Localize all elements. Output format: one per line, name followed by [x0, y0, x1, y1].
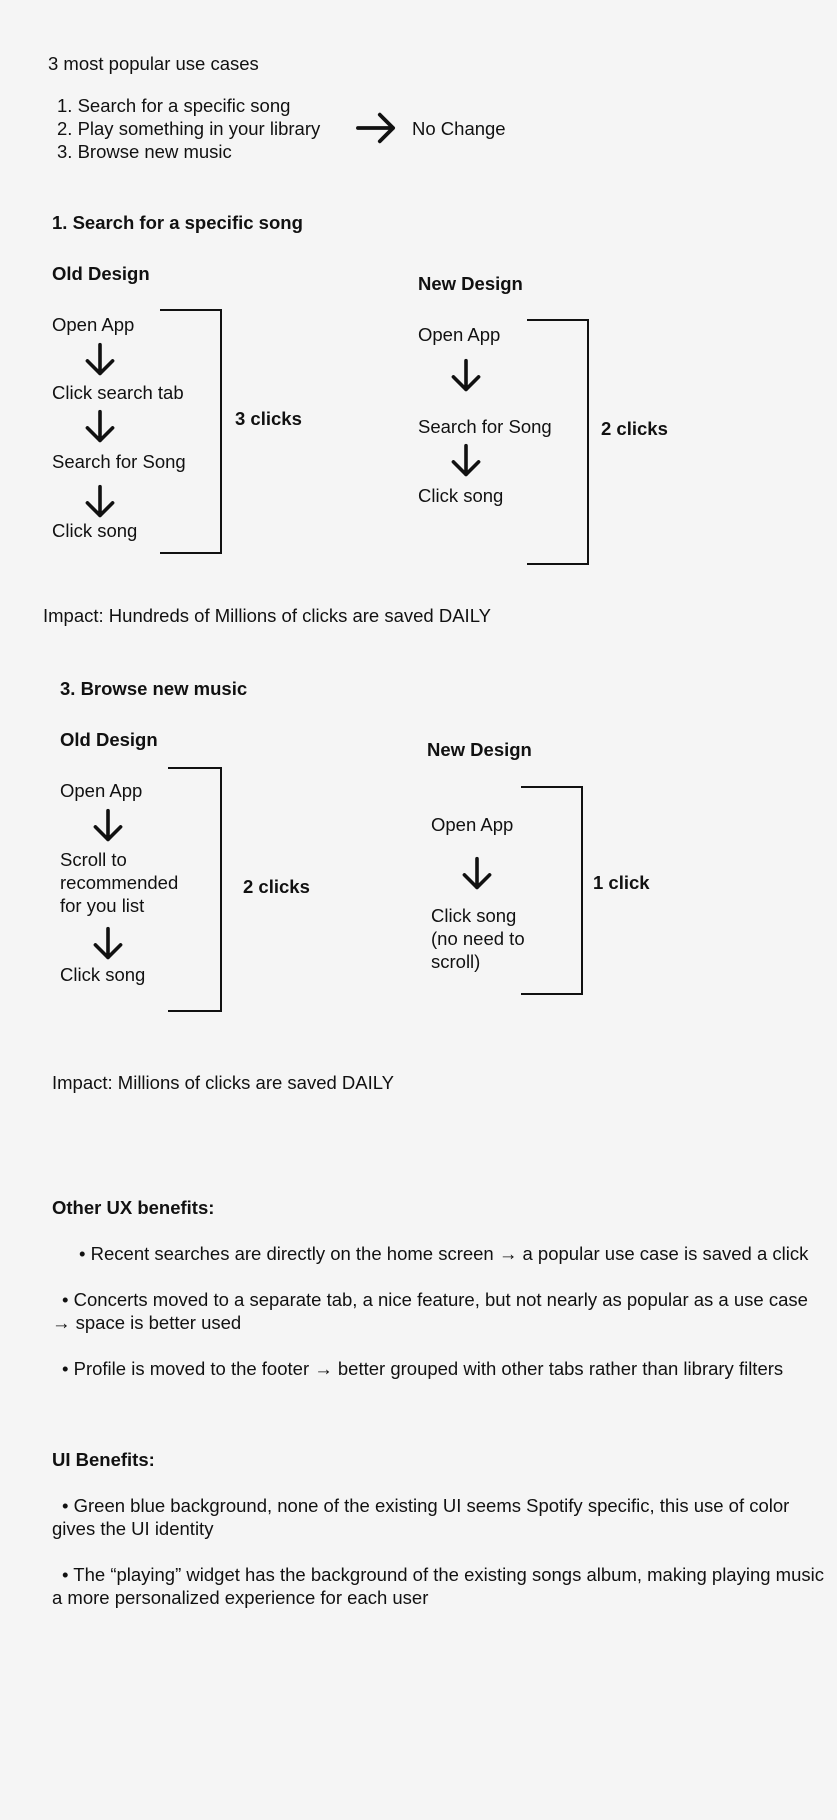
arrow-down-icon: [90, 808, 126, 844]
ui-benefits-heading: UI Benefits:: [52, 1449, 155, 1470]
arrow-down-icon: [90, 926, 126, 962]
arrow-down-icon: [448, 443, 484, 479]
flow-step: Open App: [60, 780, 143, 801]
bullet-text: Recent searches are directly on the home…: [90, 1243, 809, 1264]
use-case-item: 2. Play something in your library: [57, 118, 321, 139]
click-count: 3 clicks: [235, 408, 302, 429]
flow-step: Open App: [418, 324, 501, 345]
arrow-right-icon: [354, 109, 398, 147]
ux-benefits-heading: Other UX benefits:: [52, 1197, 215, 1218]
bullet-item: • Concerts moved to a separate tab, a ni…: [52, 1289, 808, 1333]
click-count: 2 clicks: [243, 876, 310, 897]
flow-step: Search for Song: [52, 451, 186, 472]
bracket: [168, 767, 222, 1012]
intro-title: 3 most popular use cases: [48, 53, 259, 74]
flow-step: Search for Song: [418, 416, 552, 437]
bullet-text: Concerts moved to a separate tab, a nice…: [52, 1289, 808, 1333]
click-count: 2 clicks: [601, 418, 668, 439]
flow-step: Click song (no need to scroll): [431, 905, 525, 972]
bullet-text: The “playing” widget has the background …: [52, 1564, 824, 1608]
flow-step: Open App: [52, 314, 135, 335]
bullet-item: • Green blue background, none of the exi…: [52, 1495, 790, 1539]
section-heading: 3. Browse new music: [60, 678, 248, 699]
bracket: [160, 309, 222, 554]
flow-step: Scroll to recommended for you list: [60, 849, 179, 916]
arrow-down-icon: [448, 358, 484, 394]
bullet-text: Profile is moved to the footer → better …: [73, 1358, 784, 1379]
arrow-down-icon: [82, 484, 118, 520]
old-design-label: Old Design: [52, 263, 150, 284]
bullet-text: Green blue background, none of the exist…: [52, 1495, 790, 1539]
arrow-down-icon: [82, 409, 118, 445]
bracket: [521, 786, 583, 995]
use-case-item: 3. Browse new music: [57, 141, 232, 162]
flow-step: Click song: [418, 485, 504, 506]
bullet-item: • The “playing” widget has the backgroun…: [52, 1564, 824, 1608]
flow-step: Open App: [431, 814, 514, 835]
new-design-label: New Design: [427, 739, 532, 760]
use-case-item: 1. Search for a specific song: [57, 95, 291, 116]
old-design-label: Old Design: [60, 729, 158, 750]
impact-text: Impact: Hundreds of Millions of clicks a…: [43, 605, 491, 626]
bullet-item: • Recent searches are directly on the ho…: [79, 1243, 809, 1264]
bullet-item: • Profile is moved to the footer → bette…: [62, 1358, 784, 1379]
arrow-down-icon: [82, 342, 118, 378]
no-change-label: No Change: [412, 118, 506, 139]
arrow-down-icon: [459, 856, 495, 892]
flow-step: Click song: [52, 520, 138, 541]
flow-step: Click song: [60, 964, 146, 985]
new-design-label: New Design: [418, 273, 523, 294]
click-count: 1 click: [593, 872, 650, 893]
flow-step: Click search tab: [52, 382, 184, 403]
impact-text: Impact: Millions of clicks are saved DAI…: [52, 1072, 395, 1093]
section-heading: 1. Search for a specific song: [52, 212, 303, 233]
bracket: [527, 319, 589, 565]
